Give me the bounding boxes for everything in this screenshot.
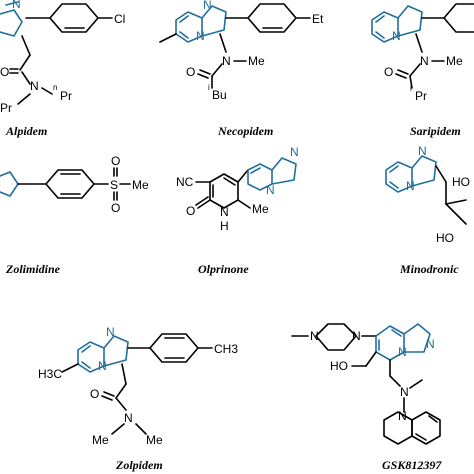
gsk-amine-n: N	[400, 385, 409, 399]
alpidem-pr-label: Pr	[0, 101, 12, 115]
zolpidem-h3c-label: H3C	[38, 367, 62, 381]
alpidem-n-atom: N	[30, 79, 39, 93]
label-minodronic: Minodronic	[400, 262, 459, 276]
zolpidem-structure: N N H3C CH3 O N Me Me	[38, 325, 238, 447]
saripidem-pr-label: Pr	[415, 89, 427, 103]
zolpidem-me-right: Me	[146, 433, 163, 447]
gsk-quinoline-n: N	[398, 409, 407, 423]
zolimidine-s-atom: S	[110, 178, 118, 192]
zolimidine-structure: S O O Me	[0, 154, 149, 215]
zolpidem-n-atom: N	[124, 411, 133, 425]
gsk-ho-label: HO	[330, 359, 348, 373]
necopidem-imidazole-n: N	[203, 0, 212, 12]
minodronic-bridge-n: N	[406, 179, 415, 193]
zolpidem-o-atom: O	[90, 387, 99, 401]
gsk-bridge-n: N	[398, 345, 407, 359]
label-saripidem: Saripidem	[410, 124, 461, 138]
olprinone-imidazole-n: N	[290, 145, 299, 159]
saripidem-o-atom: O	[384, 65, 393, 79]
minodronic-ho-lower: HO	[436, 231, 454, 245]
gsk-piperazine-n2: N	[352, 329, 361, 343]
zolimidine-me-label: Me	[132, 178, 149, 192]
necopidem-structure: N N Et N Me O i Bu	[159, 0, 324, 102]
gsk-imidazole-n: N	[426, 337, 435, 351]
label-necopidem: Necopidem	[218, 124, 274, 138]
alpidem-n-prefix: n	[53, 83, 57, 92]
gsk-piperazine-n1: N	[310, 329, 319, 343]
zolimidine-o-bottom: O	[111, 201, 120, 215]
zolpidem-me-left: Me	[92, 433, 109, 447]
zolpidem-ch3-label: CH3	[214, 342, 238, 356]
olprinone-structure: NC O N H Me N N	[176, 145, 299, 233]
olprinone-h-atom: H	[220, 219, 229, 233]
olprinone-n-atom: N	[220, 205, 229, 219]
minodronic-imidazole-n: N	[418, 144, 427, 158]
alpidem-ring-n-atom: N	[12, 0, 21, 11]
necopidem-n-atom: N	[222, 54, 231, 68]
label-olprinone: Olprinone	[198, 262, 249, 276]
label-zolimidine: Zolimidine	[6, 262, 60, 276]
label-alpidem: Alpidem	[6, 124, 48, 138]
gsk812397-structure: N N N N HO N N	[291, 323, 441, 445]
alpidem-structure: N Cl O N n Pr Pr	[0, 0, 125, 115]
minodronic-ho-upper: HO	[452, 175, 470, 189]
saripidem-structure: N N Me O i Pr	[371, 3, 474, 103]
alpidem-cl-atom: Cl	[114, 12, 125, 26]
alpidem-o-atom: O	[0, 65, 9, 79]
necopidem-me-label: Me	[248, 54, 265, 68]
olprinone-me-label: Me	[252, 202, 269, 216]
necopidem-bridge-n: N	[196, 29, 205, 43]
label-zolpidem: Zolpidem	[116, 458, 163, 472]
olprinone-bridge-n: N	[266, 183, 275, 197]
saripidem-bridge-n: N	[392, 29, 401, 43]
necopidem-o-atom: O	[186, 65, 195, 79]
zolpidem-imidazole-n: N	[106, 325, 115, 339]
zolpidem-bridge-n: N	[98, 359, 107, 373]
necopidem-et-label: Et	[312, 12, 324, 26]
olprinone-nc-label: NC	[176, 175, 194, 189]
olprinone-o-atom: O	[186, 204, 195, 218]
saripidem-me-label: Me	[446, 54, 463, 68]
saripidem-n-atom: N	[420, 54, 429, 68]
necopidem-bu-label: Bu	[212, 88, 227, 102]
saripidem-i-prefix: i	[410, 84, 412, 93]
label-gsk812397: GSK812397	[382, 458, 442, 472]
necopidem-i-prefix: i	[208, 83, 210, 92]
zolimidine-o-top: O	[111, 154, 120, 168]
alpidem-npr-label: Pr	[60, 89, 72, 103]
minodronic-structure: N N HO HO	[385, 144, 470, 245]
